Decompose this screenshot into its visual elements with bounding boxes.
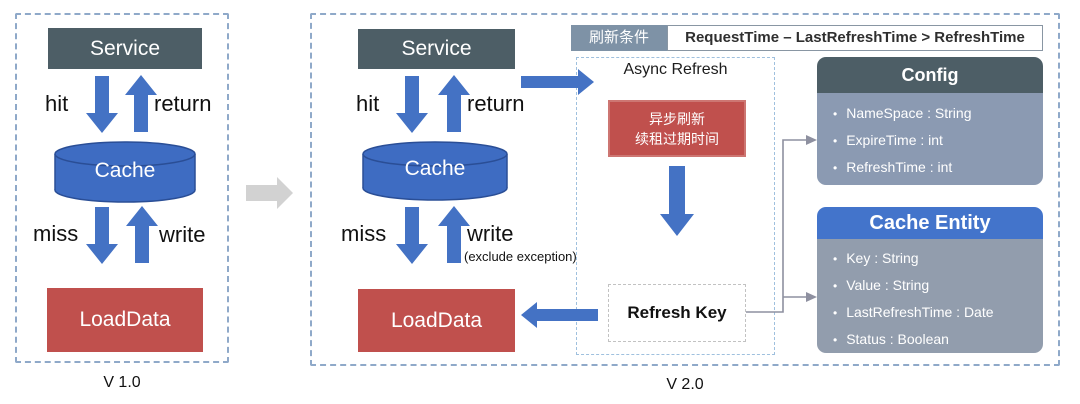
config-title: Config bbox=[901, 64, 959, 85]
config-field-list: NameSpace : String ExpireTime : int Refr… bbox=[817, 93, 1043, 185]
config-card: Config NameSpace : String ExpireTime : i… bbox=[817, 57, 1043, 185]
v2-service-box: Service bbox=[358, 29, 515, 69]
v2-loaddata-box: LoadData bbox=[358, 289, 515, 352]
config-card-header: Config bbox=[817, 57, 1043, 93]
v2-loaddata-label: LoadData bbox=[390, 308, 483, 332]
config-field: RefreshTime : int bbox=[833, 154, 1043, 181]
v1-write-label: write bbox=[159, 222, 206, 247]
async-action-line2: 续租过期时间 bbox=[635, 130, 719, 147]
v2-miss-label: miss bbox=[341, 221, 387, 246]
refresh-condition-formula: RequestTime – LastRefreshTime > RefreshT… bbox=[667, 25, 1043, 51]
v1-service-label: Service bbox=[89, 36, 161, 60]
v1-hit-label: hit bbox=[45, 91, 69, 116]
v2-write-exception-note: (exclude exception) bbox=[464, 249, 577, 264]
version-transition-arrow bbox=[246, 177, 293, 209]
cache-entity-field: Value : String bbox=[833, 272, 1043, 299]
v1-miss-label: miss bbox=[33, 221, 79, 246]
async-refresh-action-box: 异步刷新 续租过期时间 bbox=[608, 100, 746, 157]
v1-panel-border bbox=[15, 13, 229, 363]
v2-panel-border bbox=[310, 13, 1060, 366]
cache-entity-card-header: Cache Entity bbox=[817, 207, 1043, 239]
cache-entity-card: Cache Entity Key : String Value : String… bbox=[817, 207, 1043, 353]
refresh-condition-label: 刷新条件 bbox=[571, 25, 667, 51]
async-refresh-title: Async Refresh bbox=[623, 61, 728, 78]
v2-write-label: write bbox=[467, 221, 514, 246]
async-action-line1: 异步刷新 bbox=[649, 110, 705, 127]
v1-loaddata-label: LoadData bbox=[79, 308, 171, 331]
refresh-key-box: Refresh Key bbox=[608, 284, 746, 342]
v1-service-box: Service bbox=[48, 28, 202, 69]
v2-version-caption: V 2.0 bbox=[666, 376, 704, 393]
v1-loaddata-box: LoadData bbox=[47, 288, 203, 352]
v1-version-caption: V 1.0 bbox=[103, 374, 141, 391]
cache-entity-field-list: Key : String Value : String LastRefreshT… bbox=[817, 239, 1043, 353]
v2-hit-label: hit bbox=[356, 91, 380, 116]
cache-entity-field: LastRefreshTime : Date bbox=[833, 299, 1043, 326]
v1-cache-label: Cache bbox=[94, 159, 156, 182]
v2-service-label: Service bbox=[401, 37, 472, 60]
v1-return-label: return bbox=[154, 91, 212, 116]
config-field: ExpireTime : int bbox=[833, 127, 1043, 154]
v2-return-label: return bbox=[467, 91, 525, 116]
v2-cache-label: Cache bbox=[404, 157, 466, 180]
cache-entity-field: Key : String bbox=[833, 245, 1043, 272]
cache-entity-title: Cache Entity bbox=[869, 211, 991, 234]
cache-entity-field: Status : Boolean bbox=[833, 326, 1043, 353]
config-field: NameSpace : String bbox=[833, 100, 1043, 127]
